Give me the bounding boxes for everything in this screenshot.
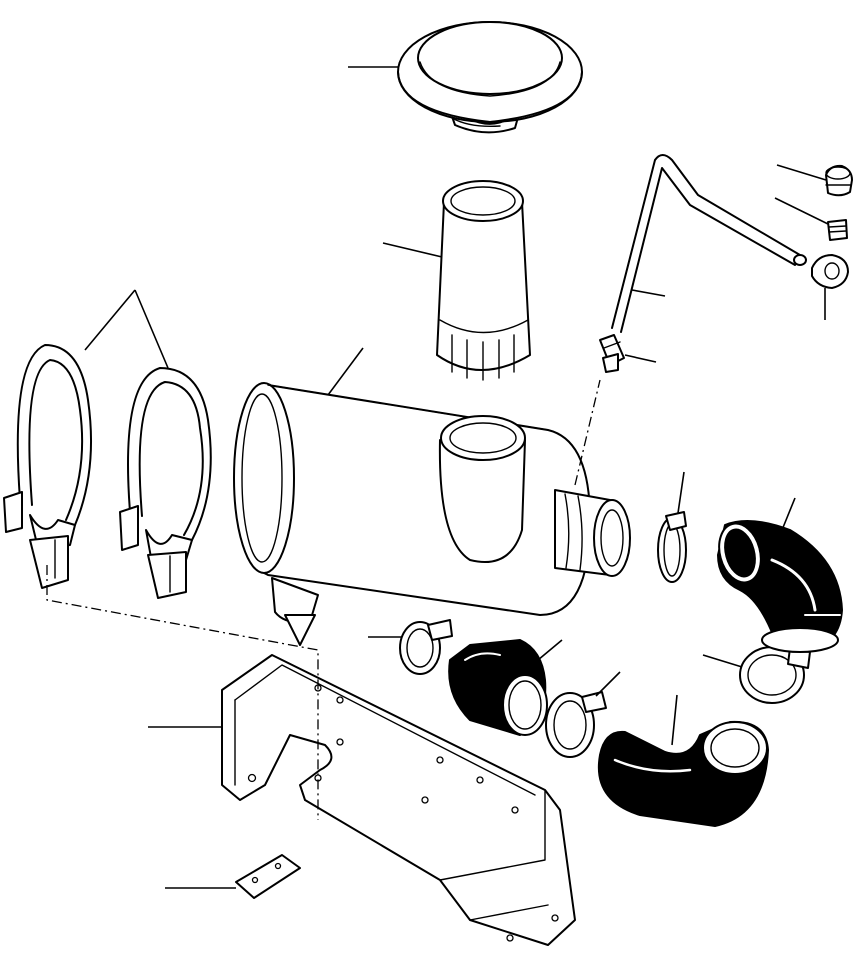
leader-hose-clamp-right	[702, 654, 743, 668]
bracket-hole	[551, 914, 559, 922]
mounting-bracket	[221, 654, 576, 946]
leader-fitting	[624, 354, 657, 363]
hose-clamp-middle	[545, 691, 607, 758]
leader-hose-clamp-middle	[595, 671, 621, 697]
hose-clamp-upper	[657, 511, 687, 583]
filter-element	[436, 180, 531, 381]
precleaner-cap	[397, 21, 583, 134]
spacer-plate	[235, 854, 301, 899]
air-cleaner-housing	[233, 382, 631, 646]
leader-washer	[774, 197, 829, 225]
leader-reducer-hose	[531, 639, 563, 666]
mounting-band-left	[3, 344, 92, 589]
banjo-fitting	[811, 254, 849, 289]
outlet-elbow-upper	[717, 520, 843, 653]
bracket-hole	[476, 776, 484, 784]
hose-clamp-right	[739, 646, 811, 704]
alignment-lines	[46, 379, 601, 820]
fitting	[599, 334, 625, 373]
outlet-elbow-lower	[597, 720, 769, 827]
intake-tube	[611, 154, 807, 333]
hose-clamp-left	[399, 619, 453, 675]
bracket-hole	[336, 738, 344, 746]
restriction-indicator	[825, 164, 853, 197]
leader-mounting-bands	[84, 289, 169, 369]
washer	[827, 219, 848, 241]
bracket-hole	[436, 756, 444, 764]
reducer-hose	[448, 639, 548, 736]
bracket-hole	[336, 696, 344, 704]
leader-outlet-elbow-lower	[671, 694, 678, 746]
leader-hose-clamp-upper	[677, 471, 685, 514]
leader-air-cleaner-housing	[327, 347, 364, 396]
bracket-hole	[511, 806, 519, 814]
bracket-hole	[247, 773, 257, 783]
leader-filter-element	[382, 242, 443, 258]
bracket-hole	[421, 796, 429, 804]
leader-intake-tube	[631, 289, 666, 297]
mounting-bands	[3, 344, 212, 599]
bracket-hole	[506, 934, 514, 942]
mounting-band-right	[119, 367, 212, 599]
leader-restriction-indicator	[776, 164, 827, 181]
leader-outlet-elbow-upper	[781, 497, 796, 531]
